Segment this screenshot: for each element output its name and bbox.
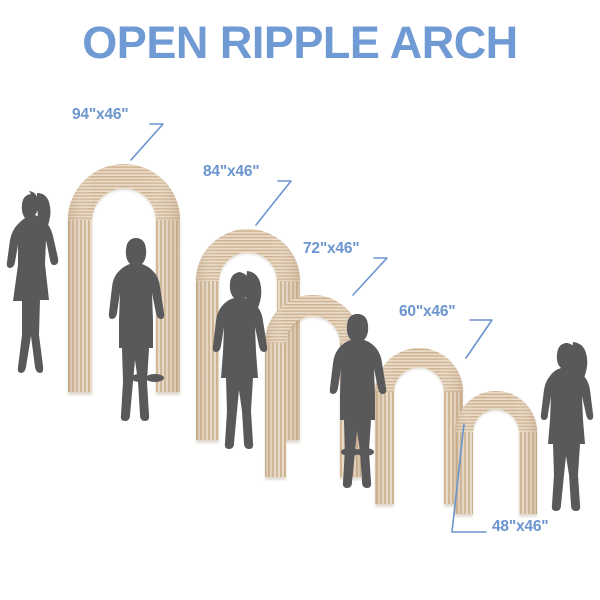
leader-lines (130, 123, 493, 533)
figure-woman-far (540, 342, 594, 511)
leader-line-84 (255, 180, 292, 226)
silhouette-group (6, 191, 594, 511)
arch-label-48: 48"x46" (492, 518, 549, 535)
leader-line-72 (352, 257, 388, 296)
leader-line-94 (130, 123, 164, 161)
page-title: OPEN RIPPLE ARCH (82, 17, 518, 68)
arch-label-72: 72"x46" (303, 240, 360, 257)
leader-line-48 (451, 423, 487, 533)
arch-label-84: 84"x46" (203, 163, 260, 180)
arch-label-94: 94"x46" (72, 106, 129, 123)
arch-48 (455, 391, 537, 517)
figure-man-right (329, 314, 387, 488)
leader-line-60 (465, 319, 493, 359)
arch-60 (375, 348, 463, 507)
figure-woman-dress (6, 191, 59, 373)
arch-label-60: 60"x46" (399, 303, 456, 320)
figure-man-left (108, 238, 165, 421)
figure-woman-center (212, 271, 268, 449)
